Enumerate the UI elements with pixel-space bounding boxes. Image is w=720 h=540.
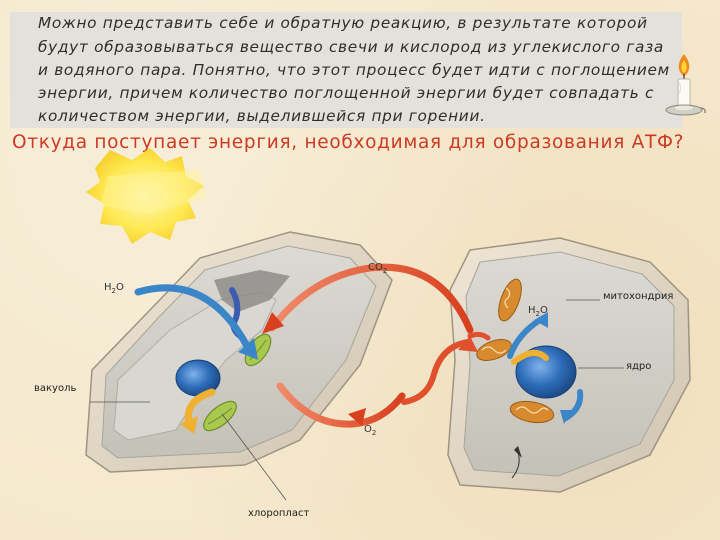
mitochondria-label: митохондрия xyxy=(603,291,673,302)
animal-cell xyxy=(448,238,690,492)
o2-label: O2 xyxy=(364,424,376,437)
sun-icon xyxy=(86,148,206,244)
chloroplast-label: хлоропласт xyxy=(248,508,309,519)
h2o-label-plant: H2O xyxy=(104,282,124,295)
vacuole-label: вакуоль xyxy=(34,383,76,394)
h2o-label-animal: H2O xyxy=(528,305,548,318)
nucleus-label: ядро xyxy=(626,361,651,372)
co2-label: CO2 xyxy=(368,262,387,275)
